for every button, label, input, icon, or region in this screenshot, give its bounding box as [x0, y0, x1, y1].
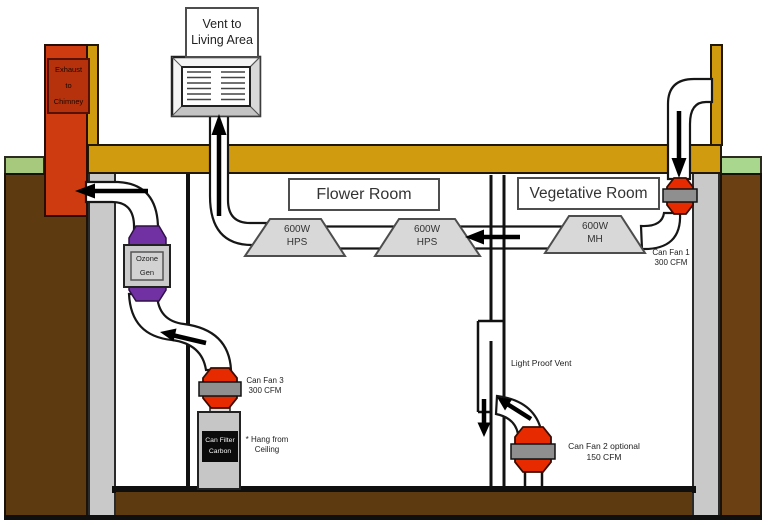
airflow-arrows — [75, 111, 687, 437]
can-fan-1 — [662, 177, 698, 215]
vent-grille — [170, 55, 262, 118]
hood-hps-2 — [373, 218, 482, 257]
can-fan-3 — [198, 367, 242, 409]
flower-room-label: Flower Room — [288, 178, 440, 211]
duct-fan1-to-mh — [639, 211, 682, 251]
light-hoods — [243, 215, 647, 257]
earth-right — [720, 173, 762, 518]
light-proof-vent-label: Light Proof Vent — [511, 358, 572, 368]
ceiling-joist — [87, 144, 722, 174]
ozone-generator — [123, 225, 171, 302]
basement-floor — [116, 492, 692, 518]
grille-louvers — [187, 71, 245, 101]
ground-bottom-border — [4, 515, 762, 520]
hood-mh — [543, 215, 647, 254]
hood-hps-1 — [243, 218, 347, 257]
exhaust-to-chimney-label: Exhaust to Chimney — [47, 58, 90, 114]
earth-left — [4, 173, 88, 518]
basement-floor-line — [112, 486, 696, 493]
duct-fan3-to-ozone — [127, 292, 233, 372]
can-fan-2 — [510, 426, 556, 486]
vegetative-room-label: Vegetative Room — [517, 177, 660, 210]
room-divider-wall — [489, 175, 506, 487]
